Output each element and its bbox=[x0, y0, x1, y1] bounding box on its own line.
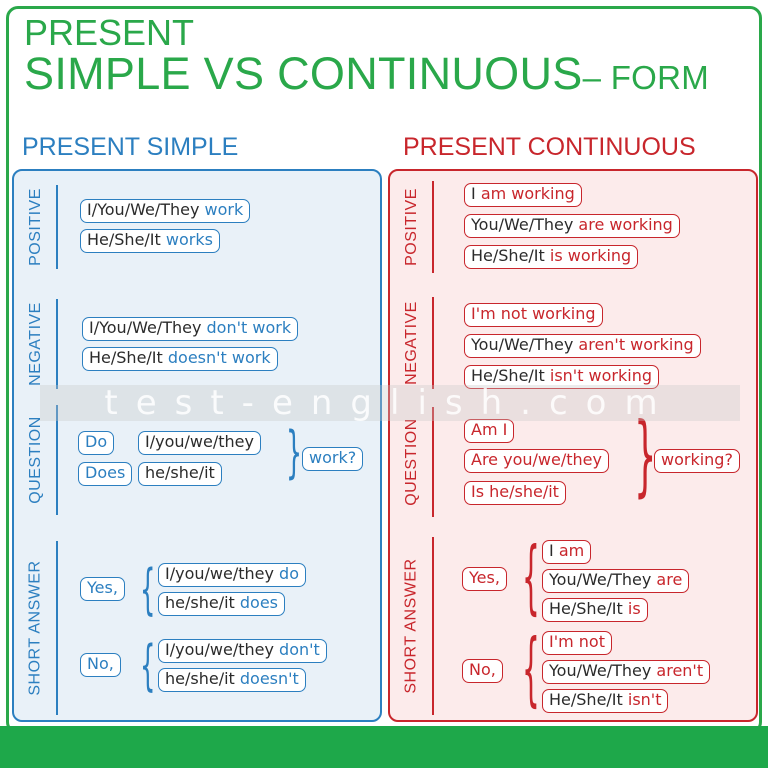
pc-yes-row: He/She/It is bbox=[542, 598, 648, 622]
footer-bar bbox=[0, 726, 768, 768]
ps-question-section: QUESTION Do I/you/we/they Does he/she/it… bbox=[14, 401, 380, 519]
ps-yes-row: I/you/we/they do bbox=[158, 563, 306, 587]
title-main: SIMPLE VS CONTINUOUS bbox=[24, 48, 583, 99]
title-line1: PRESENT bbox=[24, 12, 195, 53]
ps-no-label: No, bbox=[80, 653, 121, 677]
section-divider bbox=[432, 297, 434, 389]
title-suffix: – FORM bbox=[582, 59, 710, 96]
section-divider bbox=[56, 541, 58, 715]
ps-question-aux-do: Do bbox=[78, 431, 115, 455]
section-divider bbox=[432, 537, 434, 715]
pc-no-row: You/We/They aren't bbox=[542, 660, 711, 684]
left-brace-icon: { bbox=[140, 634, 156, 697]
pc-positive-label: POSITIVE bbox=[403, 188, 421, 266]
pc-yes-row: I am bbox=[542, 540, 592, 564]
pc-yes-row: You/We/They are bbox=[542, 569, 690, 593]
ps-positive-label: POSITIVE bbox=[27, 188, 45, 266]
ps-yes-label: Yes, bbox=[80, 577, 125, 601]
ps-short-answer-label: SHORT ANSWER bbox=[27, 560, 44, 696]
pc-question-row: Is he/she/it bbox=[464, 481, 566, 505]
ps-negative-row: He/She/It doesn't work bbox=[82, 347, 278, 371]
pc-negative-row: He/She/It isn't working bbox=[464, 365, 660, 389]
pc-question-row: Am I bbox=[464, 419, 515, 443]
ps-positive-row: He/She/It works bbox=[80, 229, 220, 253]
pc-yes-label: Yes, bbox=[462, 567, 507, 591]
section-divider bbox=[56, 185, 58, 269]
pc-no-label: No, bbox=[462, 659, 503, 683]
pc-negative-row: You/We/They aren't working bbox=[464, 334, 701, 358]
left-brace-icon: { bbox=[522, 622, 540, 715]
pc-negative-section: NEGATIVE I'm not working You/We/They are… bbox=[390, 293, 756, 393]
ps-question-subject: he/she/it bbox=[138, 462, 222, 486]
pc-negative-label: NEGATIVE bbox=[403, 301, 420, 385]
ps-yes-row: he/she/it does bbox=[158, 592, 286, 616]
pc-question-verb: working? bbox=[654, 449, 740, 473]
present-continuous-heading: PRESENT CONTINUOUS bbox=[403, 133, 696, 161]
pc-negative-row: I'm not working bbox=[464, 303, 603, 327]
left-brace-icon: { bbox=[522, 530, 540, 623]
section-divider bbox=[432, 407, 434, 517]
ps-positive-row: I/You/We/They work bbox=[80, 199, 251, 223]
ps-question-verb: work? bbox=[302, 447, 364, 471]
pc-positive-section: POSITIVE I am working You/We/They are wo… bbox=[390, 177, 756, 277]
pc-short-answer-section: SHORT ANSWER Yes, { I am You/We/They are… bbox=[390, 533, 756, 719]
ps-short-answer-section: SHORT ANSWER Yes, { I/you/we/they do he/… bbox=[14, 537, 380, 719]
right-brace-icon: } bbox=[634, 403, 657, 506]
section-divider bbox=[432, 181, 434, 273]
pc-question-section: QUESTION Am I Are you/we/they Is he/she/… bbox=[390, 403, 756, 521]
present-continuous-panel: POSITIVE I am working You/We/They are wo… bbox=[388, 169, 758, 722]
left-brace-icon: { bbox=[140, 558, 156, 621]
section-divider bbox=[56, 299, 58, 389]
ps-positive-section: POSITIVE I/You/We/They work He/She/It wo… bbox=[14, 181, 380, 273]
pc-no-row: He/She/It isn't bbox=[542, 689, 669, 713]
pc-question-row: Are you/we/they bbox=[464, 449, 609, 473]
pc-no-row: I'm not bbox=[542, 631, 612, 655]
right-brace-icon: } bbox=[286, 420, 303, 485]
ps-question-aux-does: Does bbox=[78, 462, 133, 486]
pc-positive-row: He/She/It is working bbox=[464, 245, 639, 269]
present-simple-heading: PRESENT SIMPLE bbox=[22, 133, 239, 161]
present-simple-panel: POSITIVE I/You/We/They work He/She/It wo… bbox=[12, 169, 382, 722]
pc-positive-row: You/We/They are working bbox=[464, 214, 680, 238]
ps-no-row: I/you/we/they don't bbox=[158, 639, 327, 663]
section-divider bbox=[56, 405, 58, 515]
pc-positive-row: I am working bbox=[464, 183, 582, 207]
ps-negative-section: NEGATIVE I/You/We/They don't work He/She… bbox=[14, 295, 380, 393]
ps-negative-label: NEGATIVE bbox=[27, 302, 44, 386]
pc-short-answer-label: SHORT ANSWER bbox=[403, 558, 420, 694]
ps-negative-row: I/You/We/They don't work bbox=[82, 317, 299, 341]
ps-no-row: he/she/it doesn't bbox=[158, 668, 306, 692]
watermark: test-english.com bbox=[40, 385, 740, 421]
ps-question-subject: I/you/we/they bbox=[138, 431, 261, 455]
title-line2: SIMPLE VS CONTINUOUS– FORM bbox=[24, 48, 709, 104]
